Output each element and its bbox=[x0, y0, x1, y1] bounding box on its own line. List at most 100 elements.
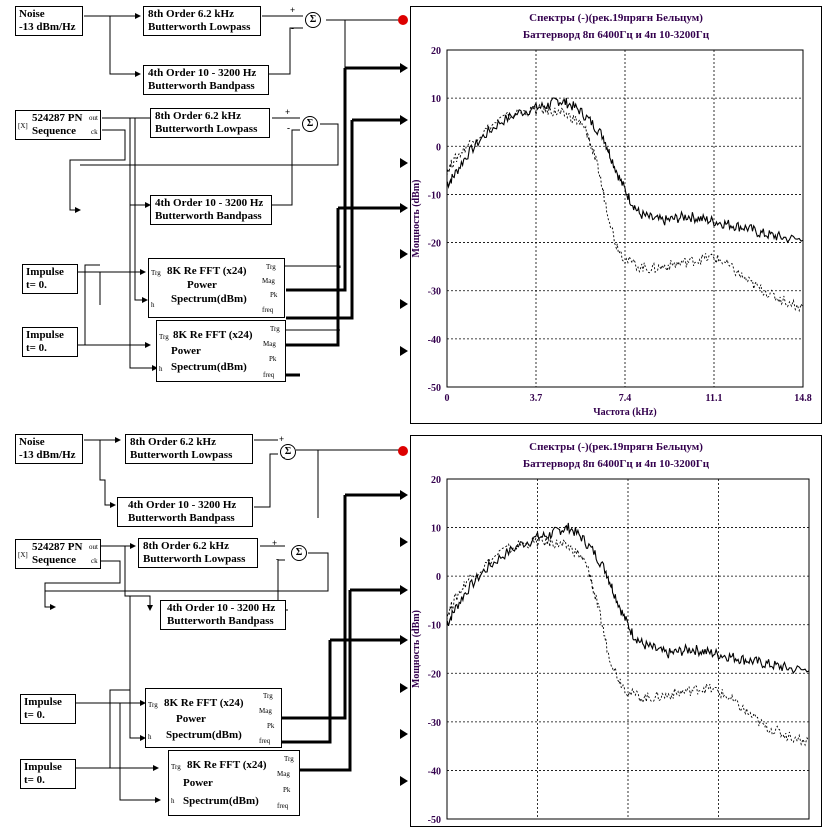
trg-out-port: Trg bbox=[284, 755, 294, 763]
out-port: out bbox=[89, 543, 98, 551]
y-tick-label: -10 bbox=[428, 190, 441, 201]
spectrum-plot-top[interactable]: Спектры (-)(рек.19прягн Бельцум) Баттерв… bbox=[410, 6, 822, 424]
trg-in-port: Trg bbox=[159, 333, 169, 341]
plot-subtitle: Баттерворд 8п 6400Гц и 4п 10-3200Гц bbox=[522, 29, 710, 41]
fft-line2: Power bbox=[171, 345, 201, 357]
bandpass-filter-1[interactable]: 4th Order 10 - 3200 Hz Butterworth Bandp… bbox=[117, 497, 253, 527]
noise-label: Noise bbox=[19, 8, 45, 20]
y-tick-label: -30 bbox=[428, 718, 441, 729]
plot-title: Спектры (-)(рек.19прягн Бельцум) bbox=[529, 441, 703, 453]
y-tick-label: -50 bbox=[428, 815, 441, 826]
trg-in-port: Trg bbox=[171, 763, 181, 771]
h-port: h bbox=[171, 797, 175, 805]
filter-order-label: 8th Order 6.2 kHz bbox=[155, 110, 241, 122]
pk-port: Pk bbox=[267, 722, 275, 730]
filter-type-label: Butterworth Lowpass bbox=[143, 553, 246, 565]
lowpass-filter-2[interactable]: 8th Order 6.2 kHz Butterworth Lowpass bbox=[150, 108, 270, 138]
impulse-time: t= 0. bbox=[26, 342, 47, 354]
noise-source[interactable]: Noise -13 dBm/Hz bbox=[15, 434, 83, 464]
pn-sequence[interactable]: [X] 524287 PN Sequence out ck bbox=[15, 539, 101, 569]
series-line-dashed bbox=[446, 103, 804, 313]
fft-title: 8K Re FFT (x24) bbox=[173, 329, 253, 341]
clk-port: ck bbox=[91, 557, 98, 565]
series-line-dashed bbox=[446, 535, 810, 747]
filter-order-label: 4th Order 10 - 3200 Hz bbox=[128, 499, 237, 511]
lowpass-filter-1[interactable]: 8th Order 6.2 kHz Butterworth Lowpass bbox=[125, 434, 253, 464]
trg-out-port: Trg bbox=[266, 263, 276, 271]
trg-in-port: Trg bbox=[148, 701, 158, 709]
noise-level: -13 dBm/Hz bbox=[19, 21, 76, 33]
trg-out-port: Trg bbox=[263, 692, 273, 700]
bandpass-filter-2[interactable]: 4th Order 10 - 3200 Hz Butterworth Bandp… bbox=[160, 600, 286, 630]
filter-type-label: Butterworth Bandpass bbox=[155, 210, 262, 222]
impulse-source-1[interactable]: Impulse t= 0. bbox=[20, 694, 76, 724]
h-port: h bbox=[148, 733, 152, 741]
fft-block-2[interactable]: Trg 8K Re FFT (x24) Power Spectrum(dBm) … bbox=[168, 750, 300, 816]
fft-title: 8K Re FFT (x24) bbox=[187, 759, 267, 771]
x-tick-label: 11.1 bbox=[706, 393, 723, 404]
summer-2[interactable]: Σ bbox=[291, 545, 307, 561]
summer-1[interactable]: Σ bbox=[305, 12, 321, 28]
freq-port: freq bbox=[259, 737, 271, 745]
fft-title: 8K Re FFT (x24) bbox=[167, 265, 247, 277]
fft-block-1[interactable]: Trg 8K Re FFT (x24) Power Spectrum(dBm) … bbox=[148, 258, 285, 318]
sum-symbol: Σ bbox=[295, 547, 303, 558]
fft-line2: Power bbox=[176, 713, 206, 725]
spectrum-plot-bottom[interactable]: Спектры (-)(рек.19прягн Бельцум) Баттерв… bbox=[410, 435, 822, 827]
pk-port: Pk bbox=[269, 355, 277, 363]
sum-symbol: Σ bbox=[306, 118, 314, 129]
pn-sub-label: Sequence bbox=[32, 554, 76, 566]
summer-2[interactable]: Σ bbox=[302, 116, 318, 132]
fft-line3: Spectrum(dBm) bbox=[183, 795, 259, 807]
y-tick-label: 20 bbox=[431, 475, 441, 486]
plus-sign: + bbox=[272, 538, 278, 548]
flag-label: [X] bbox=[18, 122, 28, 130]
impulse-source-2[interactable]: Impulse t= 0. bbox=[20, 759, 76, 789]
lowpass-filter-2[interactable]: 8th Order 6.2 kHz Butterworth Lowpass bbox=[138, 538, 258, 568]
sum-symbol: Σ bbox=[284, 446, 292, 457]
impulse-source-2[interactable]: Impulse t= 0. bbox=[22, 327, 78, 357]
fft-line3: Spectrum(dBm) bbox=[166, 729, 242, 741]
filter-order-label: 4th Order 10 - 3200 Hz bbox=[155, 197, 264, 209]
series-line-solid bbox=[446, 522, 810, 675]
fft-block-1[interactable]: Trg 8K Re FFT (x24) Power Spectrum(dBm) … bbox=[145, 688, 282, 748]
plus-sign: + bbox=[290, 5, 296, 15]
summer-1[interactable]: Σ bbox=[280, 444, 296, 460]
filter-order-label: 4th Order 10 - 3200 Hz bbox=[148, 67, 257, 79]
filter-order-label: 4th Order 10 - 3200 Hz bbox=[167, 602, 276, 614]
y-tick-label: 0 bbox=[436, 572, 441, 583]
noise-source[interactable]: Noise -13 dBm/Hz bbox=[15, 6, 83, 36]
trg-in-port: Trg bbox=[151, 269, 161, 277]
minus-sign: - bbox=[287, 123, 290, 133]
y-tick-label: 20 bbox=[431, 46, 441, 57]
fft-line3: Spectrum(dBm) bbox=[171, 293, 247, 305]
mag-port: Mag bbox=[262, 277, 275, 285]
plus-sign: + bbox=[285, 107, 291, 117]
probe-marker-top bbox=[398, 15, 408, 25]
fft-line2: Power bbox=[187, 279, 217, 291]
impulse-source-1[interactable]: Impulse t= 0. bbox=[22, 264, 78, 294]
probe-marker-bottom bbox=[398, 446, 408, 456]
bandpass-filter-2[interactable]: 4th Order 10 - 3200 Hz Butterworth Bandp… bbox=[150, 195, 272, 225]
impulse-time: t= 0. bbox=[24, 774, 45, 786]
y-axis-label: Мощность (dBm) bbox=[411, 180, 422, 258]
impulse-time: t= 0. bbox=[26, 279, 47, 291]
fft-block-2[interactable]: Trg 8K Re FFT (x24) Power Spectrum(dBm) … bbox=[156, 320, 286, 382]
pk-port: Pk bbox=[283, 786, 291, 794]
y-tick-label: 10 bbox=[431, 94, 441, 105]
mag-port: Mag bbox=[277, 770, 290, 778]
pn-sequence[interactable]: [X] 524287 PN Sequence out ck bbox=[15, 110, 101, 140]
h-port: h bbox=[159, 365, 163, 373]
trg-out-port: Trg bbox=[270, 325, 280, 333]
filter-type-label: Butterworth Bandpass bbox=[148, 80, 255, 92]
bandpass-filter-1[interactable]: 4th Order 10 - 3200 Hz Butterworth Bandp… bbox=[143, 65, 269, 95]
lowpass-filter-1[interactable]: 8th Order 6.2 kHz Butterworth Lowpass bbox=[143, 6, 261, 36]
freq-port: freq bbox=[263, 371, 275, 379]
out-port: out bbox=[89, 114, 98, 122]
impulse-label: Impulse bbox=[24, 761, 62, 773]
filter-order-label: 8th Order 6.2 kHz bbox=[148, 8, 234, 20]
